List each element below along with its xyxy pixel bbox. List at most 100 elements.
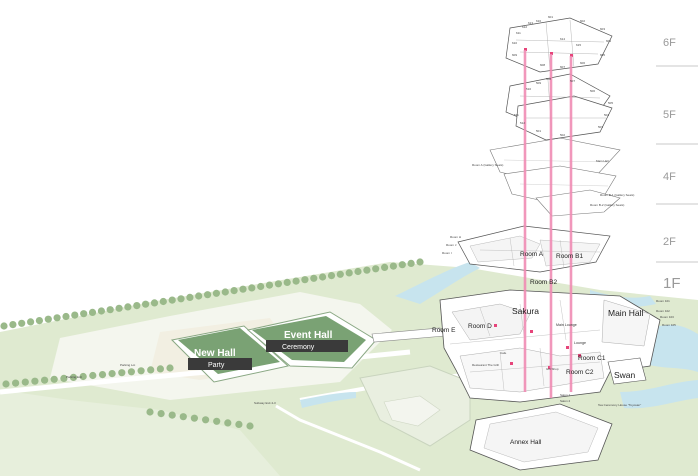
room-b1-label[interactable]: Room B1 bbox=[556, 253, 583, 260]
room-105-label: Room 105 bbox=[662, 323, 676, 327]
tree-1-8 bbox=[79, 372, 87, 381]
floor-label-6f[interactable]: 6F bbox=[663, 37, 676, 49]
tree-0-47 bbox=[416, 258, 424, 266]
tree-0-5 bbox=[44, 315, 52, 323]
tree-0-46 bbox=[407, 259, 415, 267]
room-a-label[interactable]: Room A bbox=[520, 251, 544, 258]
tree-2-2 bbox=[168, 411, 176, 419]
tree-0-28 bbox=[248, 284, 256, 292]
tree-0-0 bbox=[0, 322, 8, 330]
room-512-label: 512 bbox=[520, 121, 525, 125]
room-604-label: 604 bbox=[606, 39, 611, 43]
room-501-label: 501 bbox=[536, 129, 541, 133]
tree-1-1 bbox=[12, 379, 20, 387]
tree-2-3 bbox=[179, 413, 187, 421]
room-615-label: 615 bbox=[576, 43, 581, 47]
tree-0-15 bbox=[133, 302, 141, 310]
tree-0-16 bbox=[142, 300, 150, 308]
room-607-label: 607 bbox=[560, 65, 565, 69]
room-610-label: 610 bbox=[512, 41, 517, 45]
annex-hall-building[interactable]: Annex Hall bbox=[469, 403, 613, 471]
room-505-label: 505 bbox=[608, 101, 613, 105]
room-613-label: 613 bbox=[528, 21, 533, 25]
room-614-label: 614 bbox=[560, 37, 565, 41]
floor-6f-plan bbox=[505, 17, 613, 73]
salon-1-label: Salon 1 bbox=[560, 393, 571, 397]
room-611-label: 611 bbox=[516, 31, 521, 35]
tree-rows bbox=[0, 258, 424, 430]
labels-4f: Room A (Gallery Seats) Main Hall Room B-… bbox=[472, 159, 634, 207]
room-508-label: 508 bbox=[546, 77, 551, 81]
tree-0-11 bbox=[97, 307, 105, 315]
tree-0-43 bbox=[381, 263, 389, 271]
floor-2f-plan bbox=[457, 225, 611, 273]
tree-2-6 bbox=[213, 417, 221, 425]
labels-6f: 616 601 602 603 604 605 606 607 608 609 … bbox=[512, 15, 611, 69]
room-102-label: Room 102 bbox=[656, 309, 670, 313]
tree-1-12 bbox=[118, 369, 126, 377]
labels-5f: 510 509 508 507 506 505 504 503 502 501 … bbox=[514, 77, 613, 137]
room-e-label[interactable]: Room E bbox=[432, 327, 456, 334]
swan-label[interactable]: Swan bbox=[614, 370, 636, 380]
room-603-label: 603 bbox=[600, 27, 605, 31]
room-511-label: 511 bbox=[514, 113, 519, 117]
tree-1-10 bbox=[98, 371, 107, 379]
labels-2f: Room A Room B1 Room B2 Room H Room J Roo… bbox=[442, 235, 583, 286]
tree-1-15 bbox=[147, 366, 155, 374]
tree-0-6 bbox=[53, 314, 61, 322]
room-c2-label[interactable]: Room C2 bbox=[566, 369, 594, 376]
tree-0-29 bbox=[257, 282, 265, 291]
tree-0-44 bbox=[389, 262, 397, 270]
cafe-label: Cafe bbox=[500, 351, 507, 355]
room-504-label: 504 bbox=[604, 113, 609, 117]
parking-exit-label: Parking Exit bbox=[66, 375, 82, 379]
tree-0-33 bbox=[292, 277, 300, 285]
sakura-label[interactable]: Sakura bbox=[512, 306, 539, 316]
tree-0-19 bbox=[168, 296, 176, 304]
tree-0-21 bbox=[186, 293, 194, 301]
room-609-label: 609 bbox=[512, 53, 517, 57]
tree-0-3 bbox=[27, 318, 35, 326]
room-d-label[interactable]: Room D bbox=[468, 323, 492, 330]
gift-shop-label: Gift Shop bbox=[546, 367, 559, 371]
room-605-label: 605 bbox=[600, 53, 605, 57]
room-b2-label[interactable]: Room B2 bbox=[530, 279, 557, 286]
tree-1-6 bbox=[60, 374, 68, 382]
tree-1-0 bbox=[2, 380, 10, 388]
tree-0-37 bbox=[327, 272, 336, 280]
tree-2-5 bbox=[202, 416, 210, 424]
tree-0-2 bbox=[18, 319, 26, 327]
tree-0-8 bbox=[71, 311, 79, 319]
tree-0-30 bbox=[265, 281, 274, 289]
elevator-shafts bbox=[523, 50, 573, 398]
tree-1-4 bbox=[41, 376, 49, 384]
room-507-label: 507 bbox=[570, 79, 575, 83]
tree-1-9 bbox=[89, 371, 97, 380]
floor-label-2f[interactable]: 2F bbox=[663, 236, 676, 248]
tree-2-7 bbox=[224, 419, 232, 427]
tree-1-2 bbox=[21, 378, 29, 386]
tree-0-9 bbox=[80, 310, 88, 318]
room-h-label: Room H bbox=[450, 235, 461, 239]
room-606-label: 606 bbox=[580, 61, 585, 65]
tree-1-11 bbox=[108, 370, 116, 378]
tree-0-4 bbox=[35, 317, 44, 325]
tree-2-0 bbox=[146, 408, 154, 416]
tree-0-41 bbox=[363, 266, 371, 274]
floor-label-1f[interactable]: 1F bbox=[663, 275, 681, 292]
event-hall-building[interactable]: Event Hall Ceremony bbox=[246, 311, 445, 369]
main-hall-label[interactable]: Main Hall bbox=[608, 308, 644, 318]
room-509-label: 509 bbox=[536, 81, 541, 85]
room-c1-label[interactable]: Room C1 bbox=[578, 355, 606, 362]
tree-0-14 bbox=[124, 303, 132, 311]
salon-2-label: Salon 2 bbox=[560, 399, 571, 403]
tree-0-12 bbox=[106, 306, 114, 314]
restaurant-label: Restaurant The Grill bbox=[472, 363, 499, 367]
tree-1-14 bbox=[137, 367, 145, 375]
tree-0-20 bbox=[177, 295, 185, 303]
floor-label-4f[interactable]: 4F bbox=[663, 171, 676, 183]
tree-2-8 bbox=[235, 420, 243, 428]
annex-hall-label: Annex Hall bbox=[510, 439, 542, 446]
floor-label-5f[interactable]: 5F bbox=[663, 109, 676, 121]
